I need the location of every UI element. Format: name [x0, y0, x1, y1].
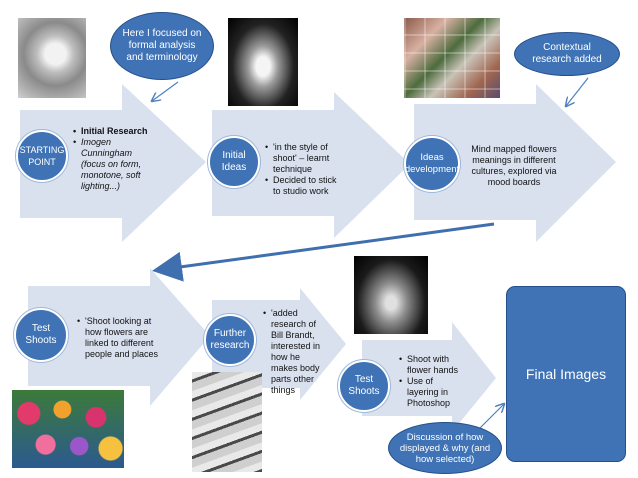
callout-pointer-contextual [566, 77, 589, 106]
bullet-flower-hands: Shoot with flower hands [399, 354, 460, 376]
bullet-initial-research: Initial Research [73, 126, 152, 137]
flower-closeup-photo [18, 18, 86, 98]
test-shoots-1-text: 'Shoot looking at how flowers are linked… [76, 316, 160, 360]
starting-point-text: Initial Research Imogen Cunningham (focu… [72, 126, 152, 192]
connector-arrow [152, 222, 495, 282]
node-starting-point: STARTING POINT [16, 130, 68, 182]
colorful-flower-stall-photo [12, 390, 124, 468]
node-ideas-development: Ideas development [404, 136, 460, 192]
callout-pointer-discussion [479, 404, 504, 429]
initial-ideas-text: 'in the style of shoot' – learnt techniq… [264, 142, 338, 197]
node-test-shoots-2: Test Shoots [338, 360, 390, 412]
arrow-ideas-development [414, 84, 616, 242]
node-initial-ideas: Initial Ideas [208, 136, 260, 188]
bullet-flowers-people: 'Shoot looking at how flowers are linked… [77, 316, 160, 360]
callout-formal-analysis: Here I focused on formal analysis and te… [110, 12, 214, 80]
callout-discussion: Discussion of how displayed & why (and h… [388, 422, 502, 474]
node-test-shoots-1: Test Shoots [14, 308, 68, 362]
ideas-development-text: Mind mapped flowers meanings in differen… [471, 144, 557, 187]
mood-board-collage [404, 18, 500, 98]
callout-pointer-formal [152, 81, 179, 101]
node-further-research: Further research [204, 314, 256, 366]
bullet-bill-brandt: 'added research of Bill Brandt, interest… [263, 308, 322, 396]
callout-contextual-research: Contextual research added [514, 32, 620, 76]
bullet-studio-work: Decided to stick to studio work [265, 175, 338, 197]
bullet-imogen: Imogen Cunningham (focus on form, monoto… [73, 137, 152, 192]
bw-flower-hands-photo [354, 256, 428, 334]
further-research-text: 'added research of Bill Brandt, interest… [262, 308, 322, 396]
test-shoots-2-text: Shoot with flower hands Use of layering … [398, 354, 460, 409]
lily-bw-photo [228, 18, 298, 106]
bullet-layering: Use of layering in Photoshop [399, 376, 460, 409]
bw-hands-photo [192, 372, 262, 472]
bullet-style-of-shoot: 'in the style of shoot' – learnt techniq… [265, 142, 338, 175]
final-images-box: Final Images [506, 286, 626, 462]
